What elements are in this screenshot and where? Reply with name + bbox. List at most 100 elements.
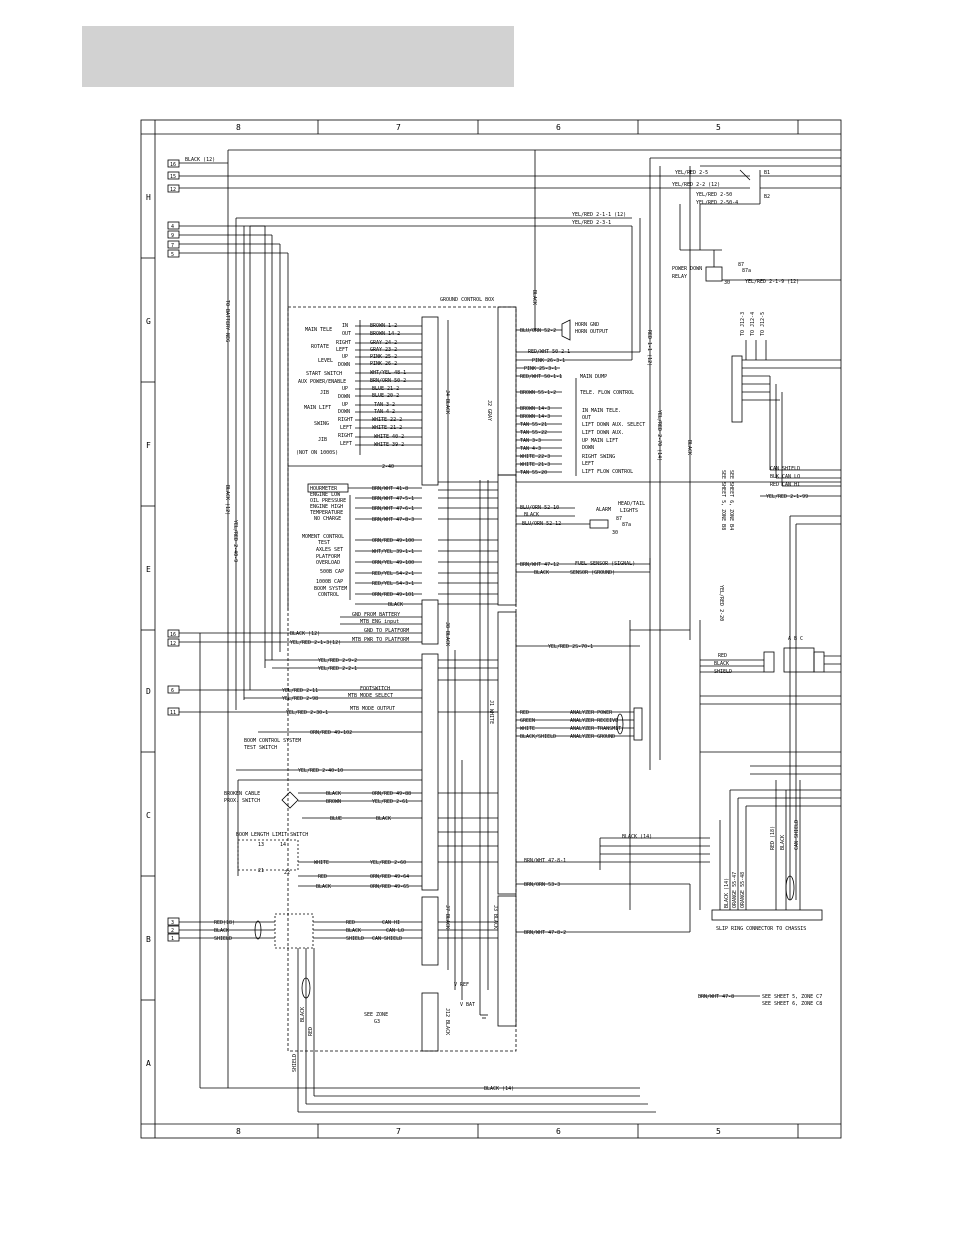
- fuel-black: BLACK: [534, 570, 549, 576]
- valve-wire-1: BROWN 14-3: [520, 414, 550, 420]
- hourmeter-label: HOURMETER: [310, 486, 338, 492]
- wire-2-40: 2-40: [382, 464, 394, 470]
- wire-orn-yel-49-100: ORN/YEL 49-100: [372, 560, 414, 566]
- moment-test: TEST: [318, 540, 330, 546]
- connector-j12: J12 BLACK: [444, 1008, 450, 1035]
- cap-1000b: 1000B CAP: [316, 579, 343, 585]
- power-down-label: POWER DOWN: [672, 266, 702, 272]
- wire-2-50: YEL/RED 2-50: [696, 192, 732, 198]
- can-hi: CAN HI: [382, 920, 400, 926]
- analyzer-ground: ANALYZER GROUND: [570, 734, 615, 740]
- analyzer-transmit: ANALYZER TRANSMIT: [570, 726, 621, 732]
- b-wire-shield: SHIELD: [214, 936, 232, 942]
- control-aux-power: AUX POWER/ENABLE: [298, 379, 346, 385]
- limit-wire-white: WHITE: [314, 860, 329, 866]
- wire-brn-wht-47-8-3: BRN/WHT 47-8-3: [372, 517, 414, 523]
- valve-device-1: OUT: [582, 415, 591, 421]
- axles-set: AXLES SET: [316, 547, 343, 553]
- platform-label: PLATFORM: [316, 554, 340, 560]
- valve-device-8: LIFT FLOW CONTROL: [582, 469, 633, 475]
- can-shield-right: CAN SHIELD: [770, 466, 800, 472]
- zone-col-top-5: 5: [716, 123, 721, 132]
- analyzer-wire-red: RED: [520, 710, 529, 716]
- zone-col-top-7: 7: [396, 123, 401, 132]
- left-controls: MAIN TELE IN OUT BROWN 1-2 BROWN 14-2 RO…: [296, 323, 406, 470]
- wire-yel-red-2-61: YEL/RED 2-61: [372, 799, 408, 805]
- wire-white-40-2: WHITE 40-2: [374, 434, 404, 440]
- wire-tan-3-2: TAN 3-2: [374, 402, 395, 408]
- wire-orn-red-49-64: ORN/RED 49-64: [370, 874, 409, 880]
- wire-blue-20-2: BLUE 20-2: [372, 393, 399, 399]
- limit-pin-14: 14: [280, 842, 286, 848]
- wire-brn-wht-47-8-2: BRN/WHT 47-8-2: [524, 930, 566, 936]
- yel-red-2-70-vertical: YEL/RED 2-70 (14): [656, 410, 662, 461]
- b-wire-red-18: RED(18): [214, 920, 235, 926]
- connector-j2: J2 GRAY: [486, 400, 492, 421]
- vert-orange-55-48: ORANGE 55-48: [740, 872, 746, 908]
- to-battery-neg-label: TO BATTERY NEG: [224, 300, 230, 342]
- terminal-4: 4: [171, 224, 174, 230]
- zone-row-e: E: [146, 565, 151, 574]
- connector-j1: J1 WHITE: [488, 700, 494, 724]
- vert-orange-55-47: ORANGE 55-47: [732, 872, 738, 908]
- wire-orn-red-49-102: ORN/RED 49-102: [310, 730, 352, 736]
- connector-j8: J8 BLACK: [444, 622, 450, 646]
- sensor-temperature: TEMPERATURE: [310, 510, 343, 516]
- zone-col-top-8: 8: [236, 123, 241, 132]
- wire-brn-orn-50-2: BRN/ORN 50-2: [370, 378, 406, 384]
- analyzer-wire-green: GREEN: [520, 718, 535, 724]
- limit-wire-red: RED: [318, 874, 327, 880]
- red-can-hi: RED CAN HI: [770, 482, 800, 488]
- terminal-16: 16: [170, 162, 176, 168]
- valve-device-6: RIGHT SWING: [582, 454, 615, 460]
- right-black: BLACK: [714, 661, 729, 667]
- black-vertical-j2: BLACK: [531, 290, 537, 305]
- power-down-pin-87: 87: [738, 262, 744, 268]
- black-14-bottom: BLACK (14): [484, 1086, 514, 1092]
- zone-col-bottom-8: 8: [236, 1127, 241, 1136]
- vert-can-shield: CAN SHIELD: [794, 820, 800, 850]
- head-tail: HEAD/TAIL: [618, 501, 645, 507]
- wire-white-21-2: WHITE 21-2: [372, 425, 402, 431]
- terminal-12: 12: [170, 187, 176, 193]
- wire-2-98: YEL/RED 2-98: [282, 696, 318, 702]
- tele-flow-control: TELE. FLOW CONTROL: [580, 390, 634, 396]
- wire-2-50-4: YEL/RED 2-50-4: [696, 200, 738, 206]
- terminal-6: 6: [171, 688, 174, 694]
- wire-brn-wht-47-8: BRN/WHT 47-8: [698, 994, 734, 1000]
- boom-control-system: BOOM CONTROL SYSTEM: [244, 738, 301, 744]
- control-level-up: UP: [342, 354, 348, 360]
- wire-orn-red-49-88: ORN/RED 49-88: [372, 791, 411, 797]
- power-down-relay-label: RELAY: [672, 274, 687, 280]
- e-wire-2-1-3: YEL/RED 2-1-3(12): [290, 640, 341, 646]
- wire-pink-26-3-1: PINK 26-3-1: [532, 358, 565, 364]
- slip-ring-connector: SLIP RING CONNECTOR TO CHASSIS: [716, 926, 806, 932]
- not-on-note: (NOT ON 1000S): [296, 450, 338, 456]
- terminal-5: 5: [171, 252, 174, 258]
- wire-wht-yel-48-1: WHT/YEL 48-1: [370, 370, 406, 376]
- black-12-vertical: BLACK (12): [224, 485, 230, 515]
- control-start-switch: START SWITCH: [306, 371, 342, 377]
- see-sheet-5-c7: SEE SHEET 5, ZONE C7: [762, 994, 822, 1000]
- header-bar: [82, 26, 514, 87]
- boom-system: BOOM SYSTEM: [314, 586, 347, 592]
- terminal-9: 9: [171, 233, 174, 239]
- footswitch-label: FOOTSWITCH: [360, 686, 390, 692]
- wire-blu-orn-52-2: BLU/ORN 52-2: [520, 328, 556, 334]
- wire-gray-24-2: GRAY 24-2: [370, 340, 397, 346]
- valve-wire-3: TAN 55-22: [520, 430, 547, 436]
- j8-mtb-eng-input: MTB ENG input: [360, 619, 399, 625]
- cap-500b: 500B CAP: [320, 569, 344, 575]
- wire-orn-red-49-100: ORN/RED 49-100: [372, 538, 414, 544]
- wire-red-wht-50-2-1: RED/WHT 50-2-1: [528, 349, 570, 355]
- limit-pin-21: 21: [258, 868, 264, 874]
- see-sheet-6-c8: SEE SHEET 6, ZONE C8: [762, 1001, 822, 1007]
- control-jib-swing: JIB: [318, 437, 327, 443]
- wire-brn-wht-47-8-1: BRN/WHT 47-8-1: [524, 858, 566, 864]
- wire-yel-red-2-60: YEL/RED 2-60: [370, 860, 406, 866]
- can-shield: CAN SHIELD: [372, 936, 402, 942]
- wire-2-40-10: YEL/RED 2-40-10: [298, 768, 343, 774]
- wire-pink-25-2: PINK 25-2: [370, 354, 397, 360]
- valve-device-0: IN MAIN TELE.: [582, 408, 621, 414]
- valve-device-5: DOWN: [582, 445, 594, 451]
